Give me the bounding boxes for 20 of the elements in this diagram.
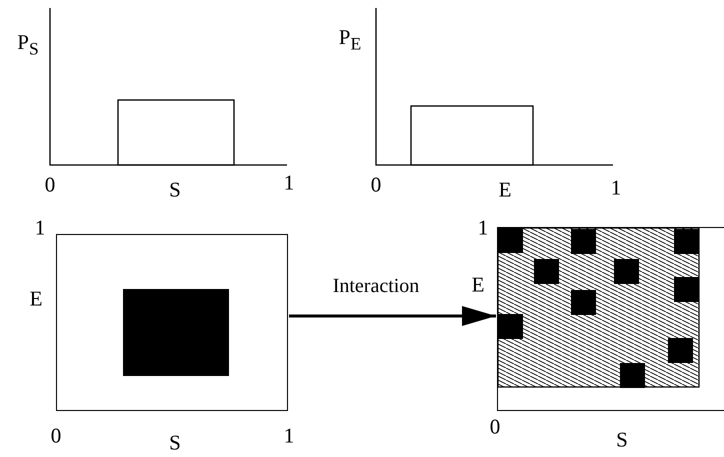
axis-label: E — [472, 274, 484, 296]
axis-label: S — [616, 430, 628, 450]
arrow — [289, 306, 496, 326]
plot-frame — [497, 227, 724, 411]
axis-label: E — [30, 288, 42, 310]
axis-label: P$_{S}$ — [17, 32, 39, 58]
axis-label: 0 — [44, 174, 56, 196]
axis-label: 0 — [50, 426, 62, 446]
axis-label: 1 — [284, 172, 294, 194]
axis-label: 0 — [490, 416, 500, 438]
axis-label: 1 — [284, 426, 294, 446]
axis-label: 0 — [370, 174, 382, 196]
axis-label: 1 — [610, 178, 622, 198]
axis-label: P$_{E}$ — [338, 27, 362, 53]
axis-label: 1 — [478, 218, 488, 238]
axis-label: S — [169, 180, 181, 200]
axis-label: E — [498, 180, 512, 200]
axis-label: 1 — [34, 218, 46, 238]
plot-frame — [56, 234, 288, 411]
axis-label: S — [169, 432, 181, 454]
